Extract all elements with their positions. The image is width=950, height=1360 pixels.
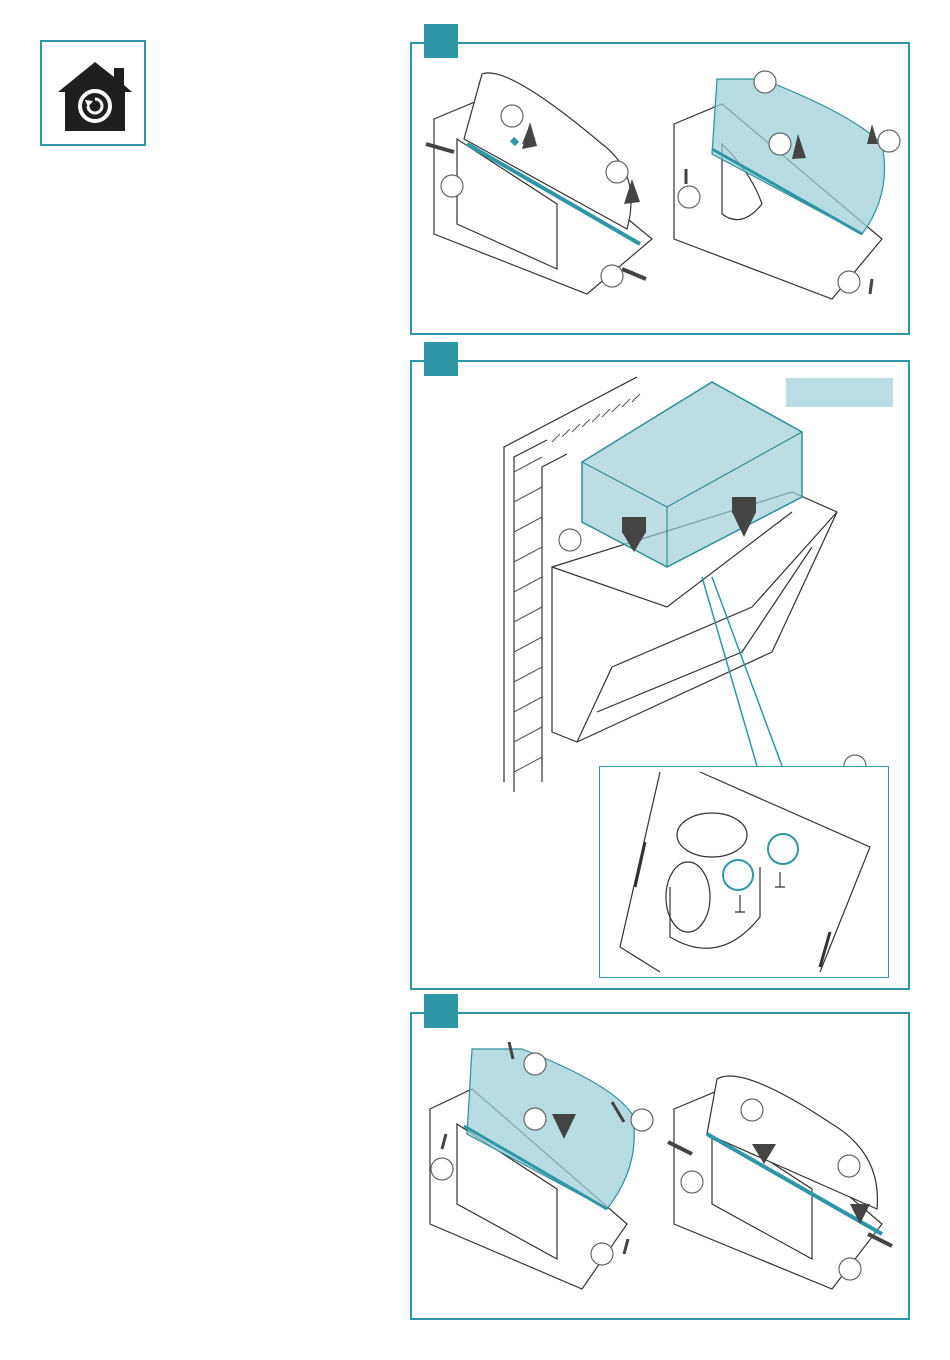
step-3-illustration	[412, 1014, 912, 1322]
hood-left-removal	[426, 73, 652, 294]
home-service-icon-box	[40, 40, 146, 146]
detail-inset-illustration	[600, 767, 889, 978]
step-2-panel	[410, 360, 910, 990]
hood-right-removal	[674, 71, 900, 299]
step-1-illustration	[412, 44, 912, 337]
hood-left-install	[430, 1042, 653, 1289]
hood-right-install	[668, 1076, 892, 1289]
home-service-icon	[42, 42, 148, 148]
detail-inset	[599, 766, 889, 978]
step-3-panel	[410, 1012, 910, 1320]
step-1-panel	[410, 42, 910, 335]
